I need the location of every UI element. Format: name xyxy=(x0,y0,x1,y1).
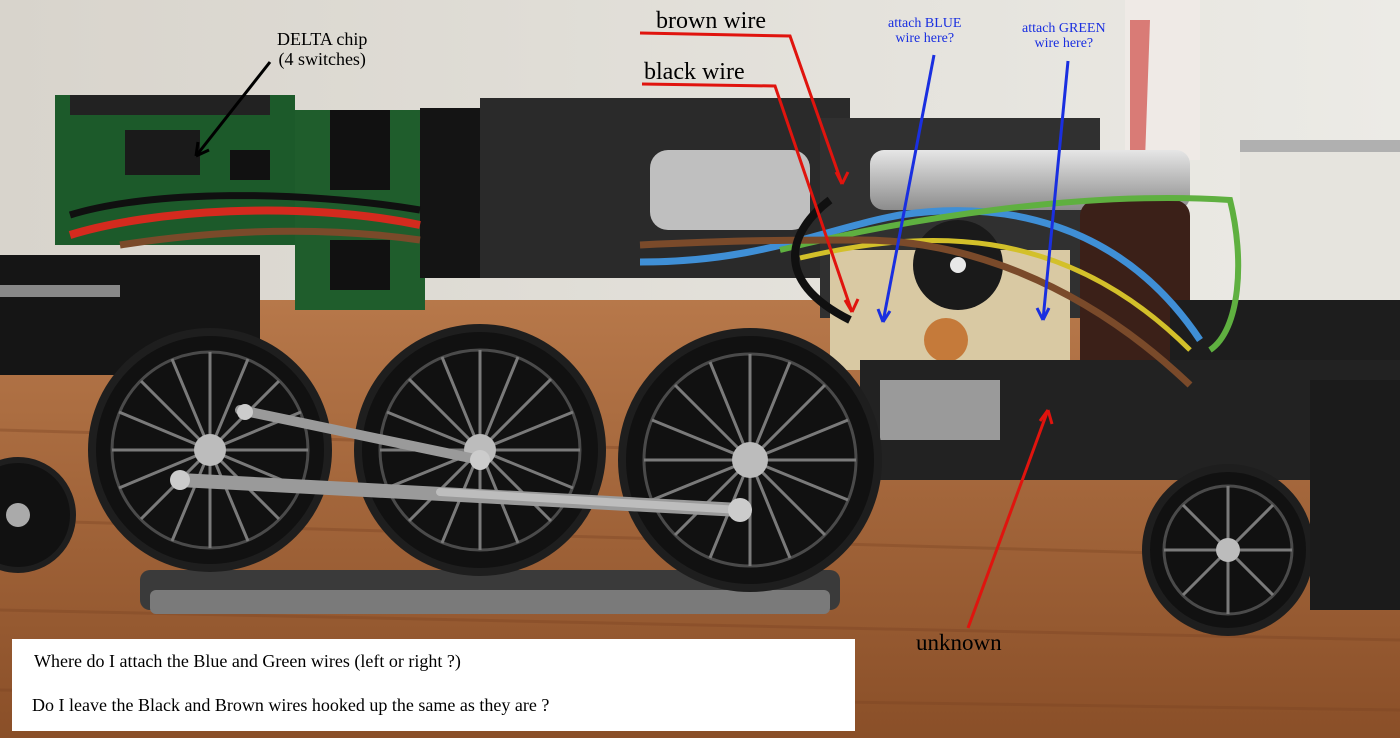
question-line-2: Do I leave the Black and Brown wires hoo… xyxy=(32,695,550,715)
wire-brown xyxy=(639,236,1193,388)
unknown-label: unknown xyxy=(916,630,1002,655)
black-wire-pointer-line xyxy=(641,82,854,313)
attach-green-label-line1: attach GREEN xyxy=(1022,21,1106,36)
delta-pointer-line xyxy=(194,61,272,157)
question-line-1: Where do I attach the Blue and Green wir… xyxy=(34,651,461,671)
orange-capacitor xyxy=(924,318,968,362)
attach-blue-label: attach BLUE wire here? xyxy=(888,16,961,47)
wire-red xyxy=(68,206,421,239)
blue-pointer-line xyxy=(881,54,936,323)
coil xyxy=(1080,200,1190,380)
silver-motor xyxy=(650,150,810,230)
delta-chip-label-line1: DELTA chip xyxy=(277,29,368,49)
silver-bracket xyxy=(870,150,1190,210)
grey-box xyxy=(1240,140,1400,310)
unknown-pointer-line xyxy=(966,409,1050,629)
attach-blue-label-line1: attach BLUE xyxy=(888,16,962,31)
wheel-front-partial xyxy=(0,457,76,573)
annotation-arrows xyxy=(194,31,1070,629)
wire-green xyxy=(779,195,1242,353)
wheel-rear xyxy=(1142,464,1314,636)
attach-green-label-line2: wire here? xyxy=(1034,36,1094,52)
brown-wire-label: brown wire xyxy=(656,8,766,34)
wire-brown-left xyxy=(119,227,421,249)
wire-yellow xyxy=(799,237,1192,352)
question-box: Where do I attach the Blue and Green wir… xyxy=(12,639,855,731)
attach-green-label: attach GREEN wire here? xyxy=(1022,21,1106,52)
delta-chip-label-line2: (4 switches) xyxy=(278,48,366,69)
brown-wire-pointer-line xyxy=(639,31,844,185)
green-pointer-line xyxy=(1041,60,1070,321)
connecting-rods xyxy=(173,405,747,517)
attach-blue-label-line2: wire here? xyxy=(895,31,955,47)
wheel-1 xyxy=(88,328,332,572)
black-wire-label: black wire xyxy=(644,59,745,85)
delta-chip-label: DELTA chip (4 switches) xyxy=(277,29,368,70)
arrow-heads xyxy=(194,141,1054,425)
wheel-3 xyxy=(618,328,882,592)
wire-blue xyxy=(639,207,1203,342)
wire-black-left xyxy=(68,192,421,219)
